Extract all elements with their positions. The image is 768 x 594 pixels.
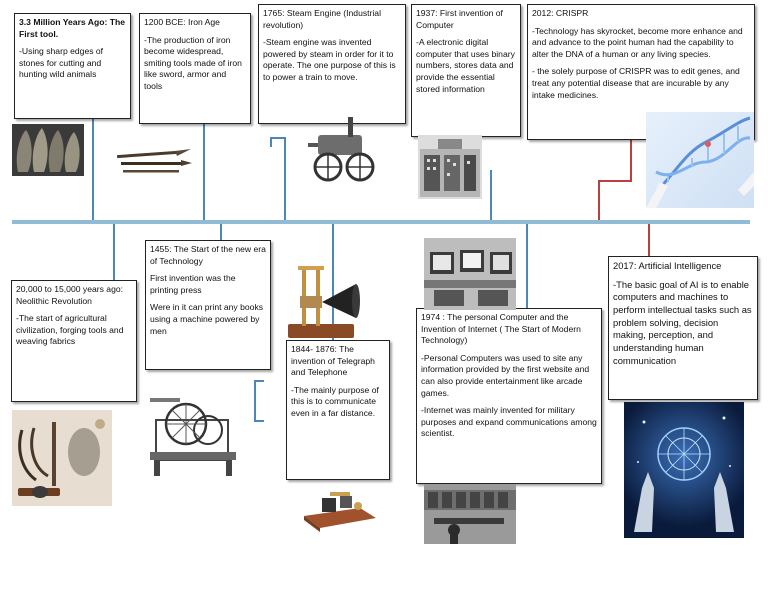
event-title: 1200 BCE: Iron Age — [144, 17, 220, 27]
event-text: -Personal Computers was used to site any… — [421, 352, 590, 398]
event-text: -Internet was mainly invented for milita… — [421, 405, 597, 439]
event-box-printing-press: 1455: The Start of the new era of Techno… — [145, 240, 271, 370]
connector-crispr-h — [598, 180, 632, 182]
stone-tools-icon — [12, 124, 84, 176]
connector-print-bracket-bot — [254, 420, 264, 422]
event-text: - the solely purpose of CRISPR was to ed… — [532, 66, 740, 100]
event-box-iron-age: 1200 BCE: Iron Age -The production of ir… — [139, 13, 251, 124]
event-text: -Steam engine was invented powered by st… — [263, 37, 396, 82]
connector-steam-v — [270, 137, 272, 147]
event-title: 1937: First invention of Computer — [416, 8, 503, 30]
event-box-telegraph: 1844- 1876: The invention of Telegraph a… — [286, 340, 390, 480]
event-text: -Technology has skyrocket, become more e… — [532, 25, 743, 59]
event-text: -The mainly purpose of this is to commun… — [291, 384, 379, 418]
telephone-icon — [284, 262, 360, 342]
event-title: 3.3 Million Years Ago: The First tool. — [19, 17, 126, 39]
event-title: 1974 : The personal Computer and the Inv… — [421, 312, 581, 346]
mainframe-icon — [424, 484, 516, 544]
connector-telegraph — [332, 224, 334, 340]
timeline-axis — [12, 220, 750, 224]
ai-hand-icon — [624, 402, 744, 538]
event-title: 1455: The Start of the new era of Techno… — [150, 244, 266, 266]
event-text: -Using sharp edges of stones for cutting… — [19, 46, 104, 80]
event-title: 2017: Artificial Intelligence — [613, 260, 722, 271]
event-text: First invention was the printing press — [150, 273, 236, 295]
event-text: -The basic goal of AI is to enable compu… — [613, 278, 752, 366]
connector-pc — [526, 224, 528, 308]
connector-computer — [490, 170, 492, 220]
connector-steam-h — [270, 137, 286, 139]
dna-helix-icon — [646, 112, 754, 208]
event-title: 20,000 to 15,000 years ago: Neolithic Re… — [16, 284, 124, 306]
event-box-neolithic: 20,000 to 15,000 years ago: Neolithic Re… — [11, 280, 137, 402]
telegraph-icon — [300, 484, 380, 532]
event-box-first-computer: 1937: First invention of Computer -A ele… — [411, 4, 521, 137]
early-computer-icon — [418, 135, 482, 199]
event-text: -The production of iron become widesprea… — [144, 34, 242, 91]
steam-engine-icon — [304, 113, 384, 185]
event-text: Were in it can print any books using a m… — [150, 302, 264, 336]
personal-computers-icon — [424, 238, 516, 310]
event-box-personal-computer: 1974 : The personal Computer and the Inv… — [416, 308, 602, 484]
connector-steam — [284, 138, 286, 220]
event-title: 2012: CRISPR — [532, 8, 589, 18]
connector-first-tool — [92, 118, 94, 220]
connector-crispr-v2 — [598, 180, 600, 220]
event-text: -The start of agricultural civilization,… — [16, 313, 124, 347]
connector-print-bracket — [254, 380, 256, 422]
event-title: 1765: Steam Engine (Industrial revolutio… — [263, 8, 381, 30]
connector-iron-age — [203, 124, 205, 220]
event-box-steam-engine: 1765: Steam Engine (Industrial revolutio… — [258, 4, 406, 124]
event-box-first-tool: 3.3 Million Years Ago: The First tool. -… — [14, 13, 131, 119]
event-box-ai: 2017: Artificial Intelligence -The basic… — [608, 256, 758, 400]
connector-print-bracket-top — [254, 380, 264, 382]
neolithic-tools-icon — [12, 410, 112, 506]
printing-press-icon — [146, 390, 240, 478]
iron-tools-icon — [113, 143, 193, 177]
connector-crispr — [630, 140, 632, 182]
event-text: -A electronic digital computer that uses… — [416, 37, 515, 94]
connector-printing — [220, 224, 222, 240]
connector-neolithic — [113, 224, 115, 280]
event-title: 1844- 1876: The invention of Telegraph a… — [291, 344, 375, 378]
connector-ai — [648, 224, 650, 256]
